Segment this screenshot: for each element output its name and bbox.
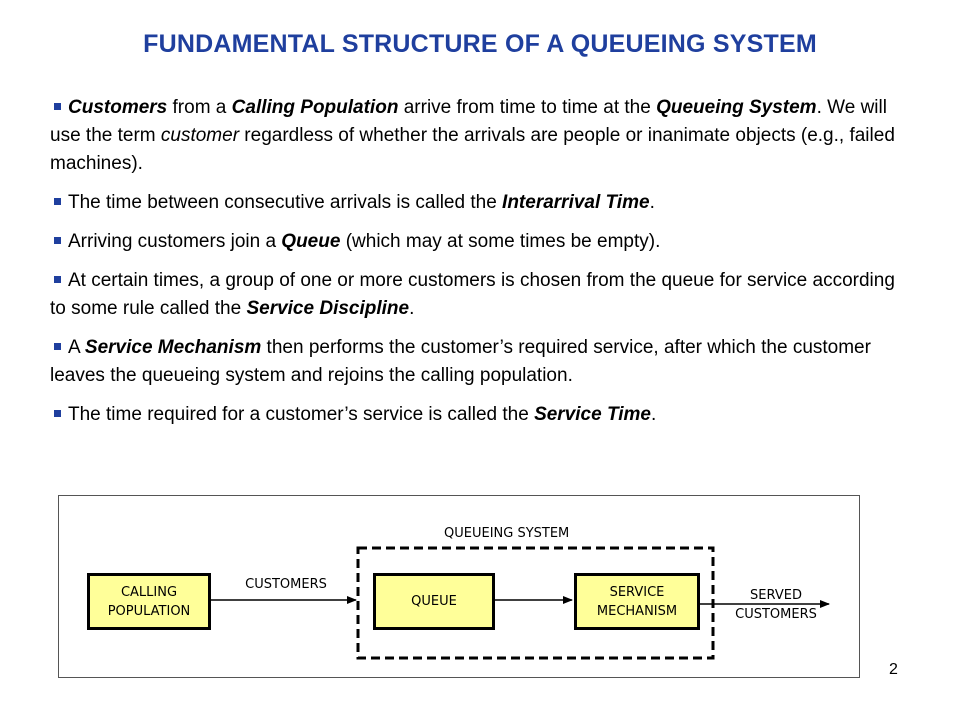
square-bullet-icon [54,236,61,244]
customers-label: CUSTOMERS [245,577,327,592]
bullet-text: . [650,404,657,425]
bullet-text: A [68,337,85,358]
calling-population-box: CALLING POPULATION [87,573,211,630]
bullet-text: arrive from time to time at the [398,97,657,118]
bullet-item: Arriving customers join a Queue (which m… [50,228,912,256]
term-interarrival-time: Interarrival Time [502,192,650,213]
term-calling-population: Calling Population [231,97,399,118]
term-queue: Queue [281,231,341,252]
label-line: SERVED [750,588,802,603]
bullet-text: . We will use the term [50,97,887,146]
square-bullet-icon [54,197,61,205]
bullet-text: (which may at some times be empty). [340,231,661,252]
box-label-line: QUEUE [411,594,457,609]
box-label-line: SERVICE [609,584,665,600]
bullet-text: The time required for a customer’s servi… [68,404,535,425]
diagram-connectors [211,546,830,660]
bullet-list: Customers from a Calling Population arri… [50,94,912,440]
box-label-line: MECHANISM [596,603,678,619]
service-mechanism-box: SERVICE MECHANISM [574,573,700,630]
page-title: FUNDAMENTAL STRUCTURE OF A QUEUEING SYST… [143,30,817,58]
bullet-item: The time between consecutive arrivals is… [50,189,912,217]
served-customers-label: SERVED CUSTOMERS [721,586,831,624]
bullet-text: . [649,192,655,213]
bullet-text: The time between consecutive arrivals is… [68,192,503,213]
term-service-mechanism: Service Mechanism [84,337,262,358]
bullet-text: At certain times, a group of one or more… [50,270,895,319]
term-customer: customer [160,125,240,146]
bullet-item: A Service Mechanism then performs the cu… [50,334,912,390]
queueing-diagram: QUEUEING SYSTEM CALLING POPULATION CUSTOM… [58,495,860,678]
term-service-discipline: Service Discipline [246,298,410,319]
box-label-line: CALLING [120,584,178,600]
queue-box: QUEUE [373,573,495,630]
bullet-text: then performs the customer’s required se… [50,337,871,386]
box-label-line: POPULATION [107,603,191,619]
bullet-text: Arriving customers join a [68,231,282,252]
square-bullet-icon [54,342,61,350]
page-number: 2 [889,661,898,678]
bullet-item: The time required for a customer’s servi… [50,401,912,429]
bullet-text: . [409,298,415,319]
bullet-item: At certain times, a group of one or more… [50,267,912,323]
term-service-time: Service Time [534,404,651,425]
term-customers: Customers [68,97,168,118]
label-line: CUSTOMERS [735,607,817,622]
square-bullet-icon [54,409,61,417]
queueing-system-label: QUEUEING SYSTEM [444,526,570,541]
square-bullet-icon [54,275,61,283]
bullet-text: regardless of whether the arrivals are p… [50,125,895,174]
term-queueing-system: Queueing System [656,97,817,118]
square-bullet-icon [54,102,61,110]
bullet-text: from a [167,97,232,118]
bullet-item: Customers from a Calling Population arri… [50,94,912,178]
queueing-system-boundary [356,546,715,660]
